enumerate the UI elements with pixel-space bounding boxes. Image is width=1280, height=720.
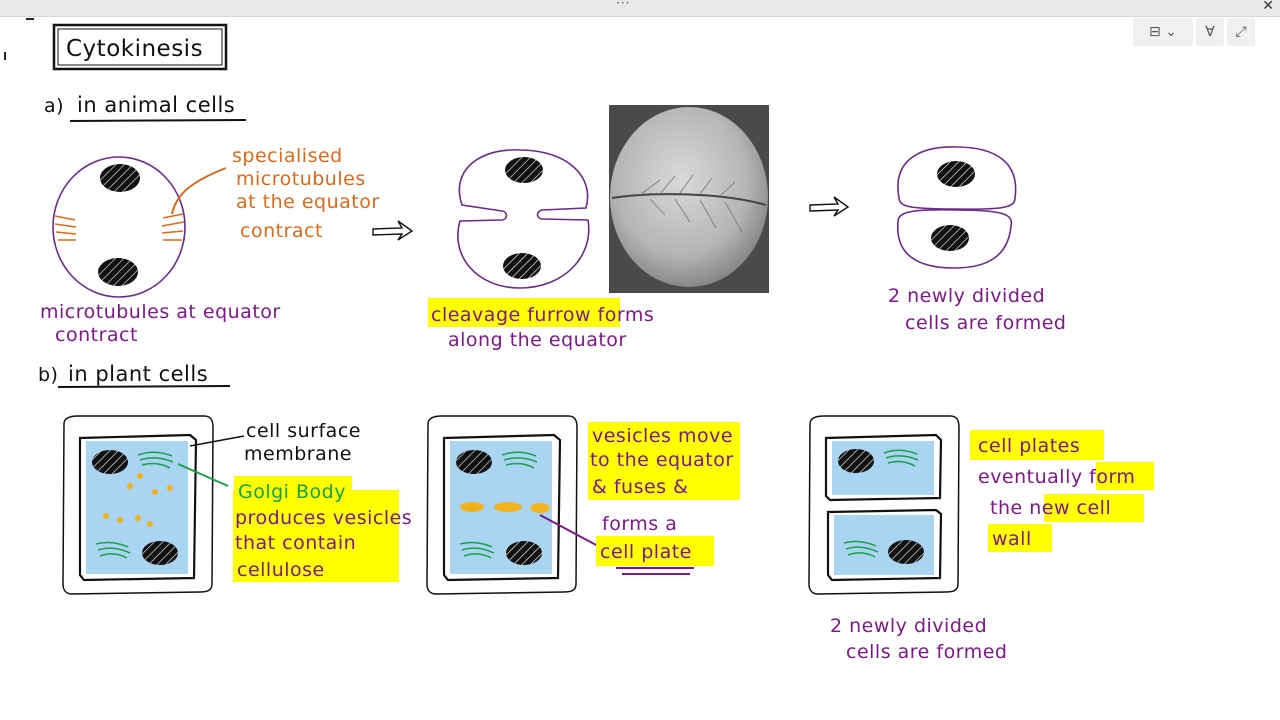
note-line: eventually form bbox=[978, 466, 1135, 488]
note-line: produces vesicles bbox=[235, 507, 412, 529]
expand-icon: ⤢ bbox=[1235, 24, 1247, 40]
note-line: that contain bbox=[235, 532, 356, 554]
pointer-line bbox=[171, 167, 227, 215]
golgi-bottom bbox=[459, 541, 495, 559]
arrow-icon bbox=[372, 220, 414, 241]
highlight bbox=[234, 476, 352, 504]
section-a-letter: a) bbox=[44, 95, 64, 117]
window-drag-dots-icon[interactable]: ··· bbox=[616, 0, 631, 10]
section-a-heading: in animal cells bbox=[77, 93, 235, 117]
nucleus bbox=[92, 450, 128, 474]
note-line: cells are formed bbox=[846, 641, 1007, 663]
section-b-letter: b) bbox=[38, 364, 58, 386]
note-line: cellulose bbox=[237, 559, 325, 581]
cleavage-photo bbox=[609, 105, 769, 293]
note-line: membrane bbox=[244, 443, 352, 465]
highlight bbox=[233, 490, 399, 582]
nucleus bbox=[506, 541, 542, 565]
note-line: along the equator bbox=[448, 329, 627, 351]
nucleus bbox=[100, 164, 140, 192]
highlight bbox=[1096, 462, 1154, 490]
whiteboard-toolbar: ⊟ ⌄ ∀ ⤢ bbox=[1133, 18, 1255, 48]
golgi-label: Golgi Body bbox=[238, 481, 346, 503]
note-line: contract bbox=[55, 324, 138, 346]
note-line: cell plate bbox=[600, 541, 692, 563]
note-line: cleavage furrow forms bbox=[431, 304, 654, 326]
golgi-top bbox=[883, 449, 919, 467]
pointer-line bbox=[177, 463, 229, 487]
view-menu-button[interactable]: ⊟ ⌄ bbox=[1133, 18, 1193, 46]
pen-icon: ∀ bbox=[1205, 24, 1215, 40]
golgi-bottom bbox=[843, 540, 879, 558]
heading-underline bbox=[57, 385, 231, 388]
nucleus bbox=[838, 449, 874, 473]
note-line: microtubules bbox=[236, 168, 366, 190]
highlight bbox=[1044, 494, 1144, 522]
golgi-desc-note: produces vesicles that contain cellulose bbox=[235, 507, 412, 581]
arrow-icon bbox=[809, 196, 850, 217]
plant-result-note: 2 newly divided cells are formed bbox=[830, 615, 1007, 663]
note-line: the new cell bbox=[990, 497, 1111, 519]
note-line: cells are formed bbox=[905, 312, 1066, 334]
orange-note: specialised microtubules at the equator … bbox=[232, 145, 380, 242]
highlight bbox=[588, 422, 740, 500]
highlight bbox=[428, 298, 620, 327]
note-line: & fuses & bbox=[592, 476, 688, 498]
note-line: 2 newly divided bbox=[888, 285, 1045, 307]
pen-tool-button[interactable]: ∀ bbox=[1196, 18, 1224, 46]
pointer-line bbox=[539, 514, 599, 547]
membrane-note: cell surface membrane bbox=[244, 420, 361, 465]
animal-cell-dividing bbox=[457, 149, 590, 289]
nucleus bbox=[888, 540, 924, 564]
nucleus bbox=[505, 157, 543, 183]
highlight bbox=[596, 536, 714, 566]
note-line: wall bbox=[992, 528, 1032, 550]
nucleus bbox=[937, 161, 975, 187]
plant-cell-golgi bbox=[62, 415, 245, 595]
note-line: forms a bbox=[602, 513, 677, 535]
highlight bbox=[970, 430, 1104, 460]
page-title: Cytokinesis bbox=[66, 36, 203, 62]
note-line: to the equator bbox=[590, 449, 734, 471]
nucleus bbox=[456, 450, 492, 474]
view-layout-icon: ⊟ ⌄ bbox=[1149, 24, 1177, 40]
note-line: contract bbox=[240, 220, 323, 242]
plant-cells-divided bbox=[808, 415, 960, 595]
section-b-heading: in plant cells bbox=[68, 362, 208, 386]
nucleus bbox=[503, 253, 541, 279]
pointer-line bbox=[189, 435, 245, 447]
note-line: cell plates bbox=[978, 435, 1080, 457]
title-box: Cytokinesis bbox=[52, 23, 228, 71]
golgi-top bbox=[501, 451, 538, 469]
purple-note: microtubules at equator contract bbox=[40, 301, 281, 346]
note-line: 2 newly divided bbox=[830, 615, 987, 637]
nucleus bbox=[98, 258, 138, 286]
animal-result-note: 2 newly divided cells are formed bbox=[888, 285, 1066, 334]
note-line: vesicles move bbox=[592, 425, 733, 447]
expand-button[interactable]: ⤢ bbox=[1227, 18, 1255, 46]
furrow-note: cleavage furrow forms along the equator bbox=[431, 304, 654, 351]
note-line: cell surface bbox=[246, 420, 361, 442]
heading-underline bbox=[69, 119, 247, 122]
golgi-bottom bbox=[95, 541, 131, 559]
vesicles-at-equator bbox=[460, 502, 550, 513]
note-line: at the equator bbox=[236, 191, 380, 213]
window-title-bar: ··· ✕ bbox=[0, 0, 1280, 17]
vesicles-note: vesicles move to the equator & fuses & f… bbox=[590, 425, 734, 563]
highlight bbox=[988, 524, 1052, 552]
plant-cell-vesicles bbox=[426, 415, 599, 595]
note-line: specialised bbox=[232, 145, 343, 167]
plates-note: cell plates eventually form the new cell… bbox=[978, 435, 1135, 550]
animal-cells-divided bbox=[897, 146, 1017, 269]
microtubules-right bbox=[161, 213, 185, 241]
microtubules-left bbox=[54, 215, 77, 241]
vesicles bbox=[103, 473, 173, 527]
note-line: microtubules at equator bbox=[40, 301, 281, 323]
golgi-top bbox=[137, 451, 174, 469]
nucleus bbox=[931, 225, 969, 251]
nucleus bbox=[142, 541, 178, 565]
close-icon[interactable]: ✕ bbox=[1262, 0, 1274, 14]
animal-cell-before bbox=[52, 156, 227, 298]
